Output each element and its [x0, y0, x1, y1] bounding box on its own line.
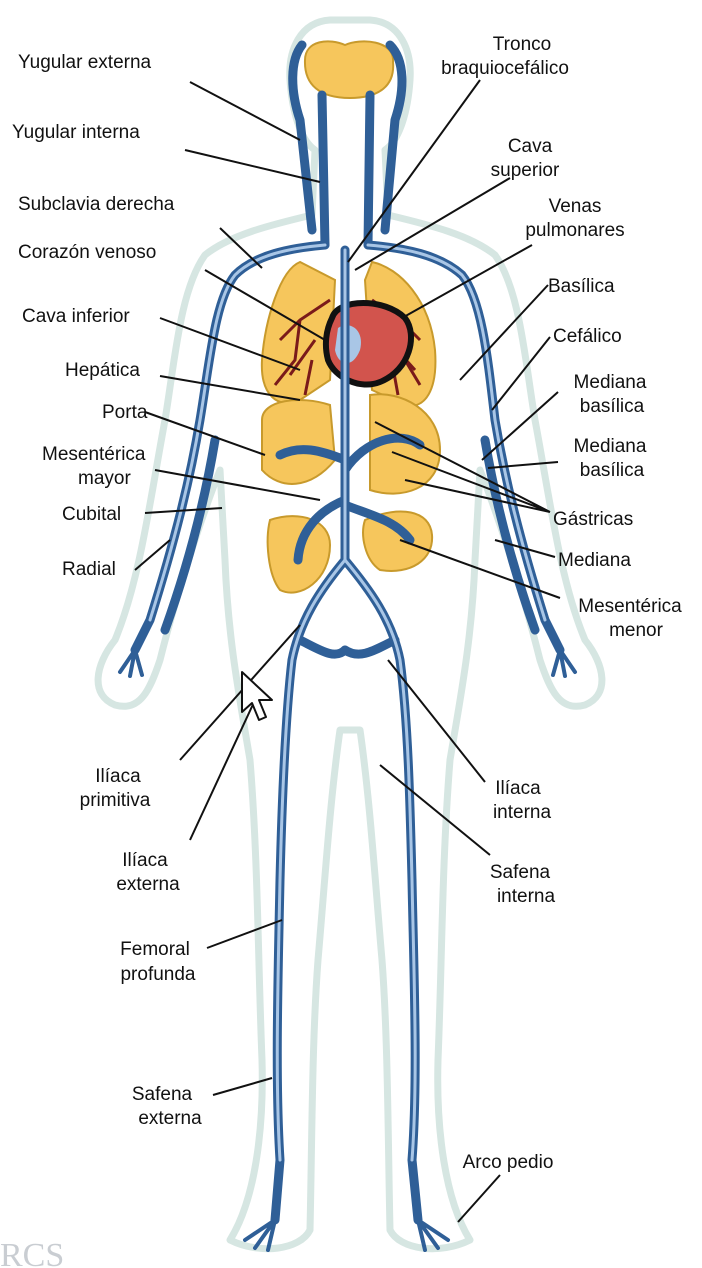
label-venas-pulmonares-line1: Venas	[549, 196, 602, 217]
watermark: RCS	[0, 1237, 64, 1268]
label-tronco-line2: braquiocefálico	[441, 58, 569, 79]
label-porta: Porta	[102, 402, 148, 423]
label-iliaca-interna-line2: interna	[493, 802, 552, 823]
label-mesenterica-menor-line1: Mesentérica	[578, 596, 682, 617]
label-iliaca-primitiva-line2: primitiva	[80, 790, 151, 811]
label-cubital: Cubital	[62, 504, 121, 525]
label-hepatica: Hepática	[65, 360, 140, 381]
label-arco-pedio: Arco pedio	[463, 1152, 554, 1173]
label-mediana-basilica-2-line2: basílica	[580, 460, 645, 481]
label-mediana-basilica-2-line1: Mediana	[574, 436, 647, 457]
label-gastricas: Gástricas	[553, 509, 633, 530]
label-yugular-externa: Yugular externa	[18, 52, 152, 73]
label-femoral-profunda-line1: Femoral	[120, 939, 190, 960]
heart-shape	[326, 303, 411, 385]
label-cefalico: Cefálico	[553, 326, 622, 347]
label-iliaca-externa-line1: Ilíaca	[122, 850, 168, 871]
label-venas-pulmonares-line2: pulmonares	[525, 220, 624, 241]
label-iliaca-externa-line2: externa	[116, 874, 180, 895]
label-iliaca-primitiva-line1: Ilíaca	[95, 766, 141, 787]
label-mediana-basilica-1-line2: basílica	[580, 396, 645, 417]
label-femoral-profunda-line2: profunda	[120, 964, 195, 985]
label-tronco-line1: Tronco	[493, 34, 551, 55]
vein-labels: Yugular externa Yugular interna Subclavi…	[12, 34, 682, 1173]
mouse-cursor	[242, 672, 272, 720]
label-safena-interna-line1: Safena	[490, 862, 551, 883]
label-mesenterica-mayor-line1: Mesentérica	[42, 444, 146, 465]
label-mesenterica-menor-line2: menor	[609, 620, 664, 641]
label-mediana-basilica-1-line1: Mediana	[574, 372, 647, 393]
label-safena-interna-line2: interna	[497, 886, 556, 907]
label-basilica: Basílica	[548, 276, 615, 297]
label-safena-externa-line1: Safena	[132, 1084, 193, 1105]
label-corazon-venoso: Corazón venoso	[18, 242, 156, 263]
label-cava-inferior: Cava inferior	[22, 306, 130, 327]
label-safena-externa-line2: externa	[138, 1108, 202, 1129]
label-cava-superior-line2: superior	[491, 160, 560, 181]
label-cava-superior-line1: Cava	[508, 136, 553, 157]
label-radial: Radial	[62, 559, 116, 580]
vein-network	[120, 45, 575, 1250]
label-mediana: Mediana	[558, 550, 631, 571]
label-yugular-interna: Yugular interna	[12, 122, 140, 143]
label-iliaca-interna-line1: Ilíaca	[495, 778, 541, 799]
brain-shape	[305, 41, 393, 98]
label-subclavia-derecha: Subclavia derecha	[18, 194, 175, 215]
label-mesenterica-mayor-line2: mayor	[78, 468, 131, 489]
